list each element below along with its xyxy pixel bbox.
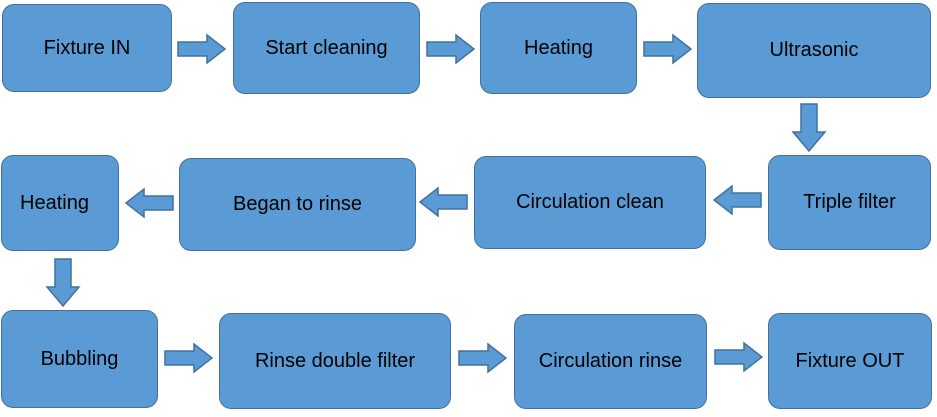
right-arrow-icon — [643, 33, 693, 65]
step-label: Start cleaning — [265, 36, 388, 59]
step-circulation-rinse: Circulation rinse — [514, 314, 707, 409]
step-circulation-clean: Circulation clean — [474, 156, 706, 249]
right-arrow-icon — [177, 33, 227, 65]
step-heating: Heating — [480, 2, 637, 94]
left-arrow-icon — [124, 187, 174, 219]
step-ultrasonic: Ultrasonic — [697, 3, 931, 98]
down-arrow-icon — [45, 258, 81, 308]
step-label: Rinse double filter — [254, 349, 416, 372]
step-label: Triple filter — [803, 191, 896, 213]
step-label: Bubbling — [40, 347, 119, 370]
step-label: Circulation clean — [516, 191, 664, 213]
step-label: Fixture OUT — [795, 349, 905, 372]
step-label: Began to rinse — [233, 193, 362, 215]
step-label: Fixture IN — [43, 36, 131, 59]
left-arrow-icon — [712, 184, 762, 216]
step-fixture-in: Fixture IN — [2, 4, 172, 92]
step-label: Ultrasonic — [769, 39, 859, 61]
step-heating-second: Heating — [1, 155, 119, 251]
step-bubbling: Bubbling — [1, 310, 158, 408]
step-rinse-double-filter: Rinse double filter — [219, 313, 451, 409]
step-label: Heating — [524, 36, 593, 59]
right-arrow-icon — [458, 342, 508, 374]
right-arrow-icon — [714, 341, 764, 373]
down-arrow-icon — [791, 103, 827, 153]
step-label: Circulation rinse — [538, 350, 683, 372]
right-arrow-icon — [426, 33, 476, 65]
step-began-to-rinse: Began to rinse — [179, 158, 416, 251]
left-arrow-icon — [418, 186, 468, 218]
step-start-cleaning: Start cleaning — [233, 2, 420, 94]
step-triple-filter: Triple filter — [768, 155, 931, 250]
step-fixture-out: Fixture OUT — [768, 313, 932, 409]
right-arrow-icon — [164, 342, 214, 374]
step-label: Heating — [20, 191, 89, 214]
